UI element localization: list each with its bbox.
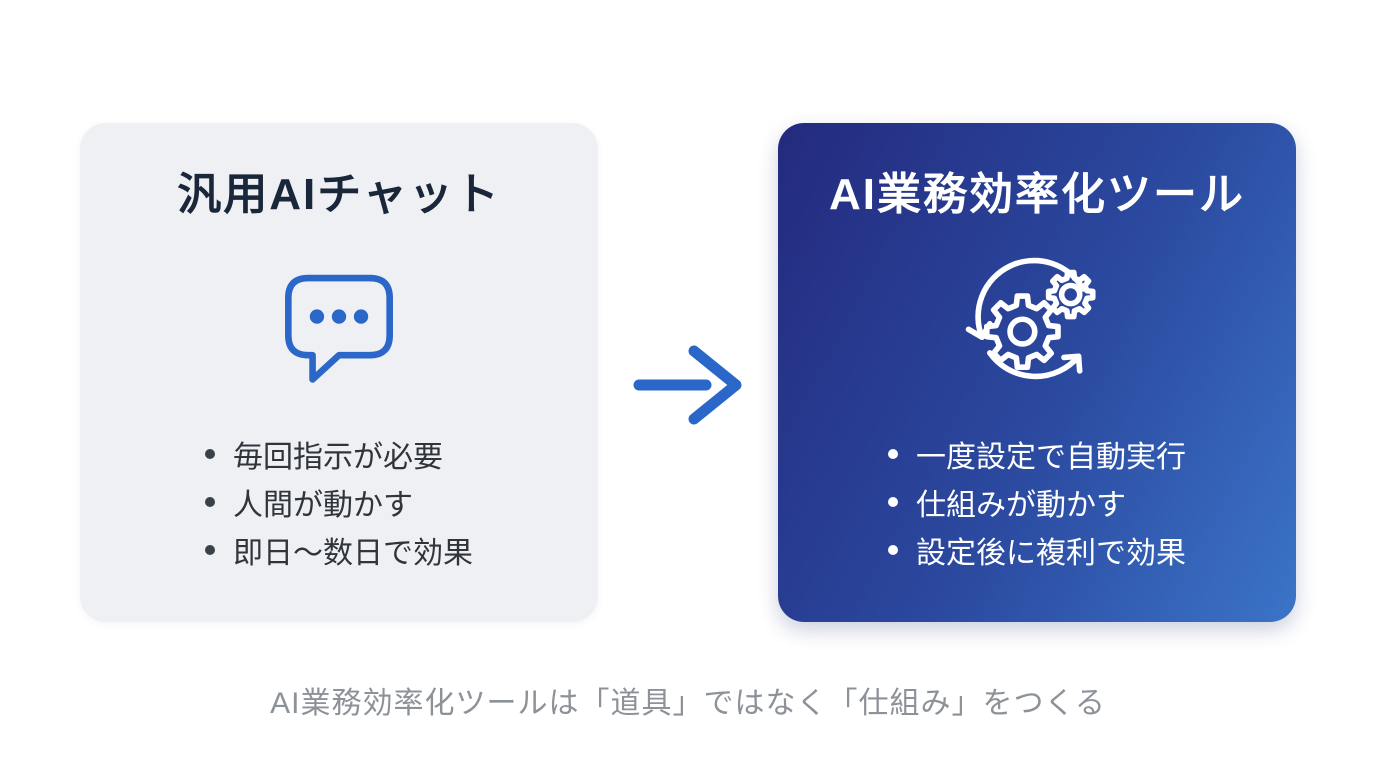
bullet-text: 仕組みが動かす	[916, 489, 1126, 522]
ai-efficiency-tool-card: AI業務効率化ツール	[778, 123, 1296, 622]
right-arrow-icon	[632, 338, 744, 432]
bullet-dot	[888, 497, 898, 507]
bullet-dot	[888, 449, 898, 459]
bullet-dot	[205, 497, 215, 507]
bullet-text: 人間が動かす	[233, 489, 413, 522]
bullet-text: 毎回指示が必要	[233, 441, 443, 474]
bullet-text: 即日〜数日で効果	[233, 537, 473, 570]
chat-bubble-icon	[270, 256, 408, 386]
left-feature-list: 毎回指示が必要 人間が動かす 即日〜数日で効果	[205, 430, 473, 574]
list-item: 設定後に複利で効果	[888, 526, 1186, 574]
list-item: 一度設定で自動実行	[888, 430, 1186, 478]
bullet-text: 一度設定で自動実行	[916, 441, 1186, 474]
right-feature-list: 一度設定で自動実行 仕組みが動かす 設定後に複利で効果	[888, 430, 1186, 574]
automation-cycle-icon	[964, 256, 1110, 386]
list-item: 仕組みが動かす	[888, 478, 1186, 526]
list-item: 毎回指示が必要	[205, 430, 473, 478]
right-card-title: AI業務効率化ツール	[829, 170, 1245, 219]
left-card-title: 汎用AIチャット	[177, 170, 501, 219]
caption: AI業務効率化ツールは「道具」ではなく「仕組み」をつくる	[270, 687, 1106, 720]
list-item: 人間が動かす	[205, 478, 473, 526]
bullet-text: 設定後に複利で効果	[916, 537, 1186, 570]
bullet-dot	[888, 545, 898, 555]
bullet-dot	[205, 545, 215, 555]
list-item: 即日〜数日で効果	[205, 526, 473, 574]
bullet-dot	[205, 449, 215, 459]
general-ai-chat-card: 汎用AIチャット 毎回指示が必要 人間が動かす 即日〜数日で効果	[80, 123, 598, 622]
